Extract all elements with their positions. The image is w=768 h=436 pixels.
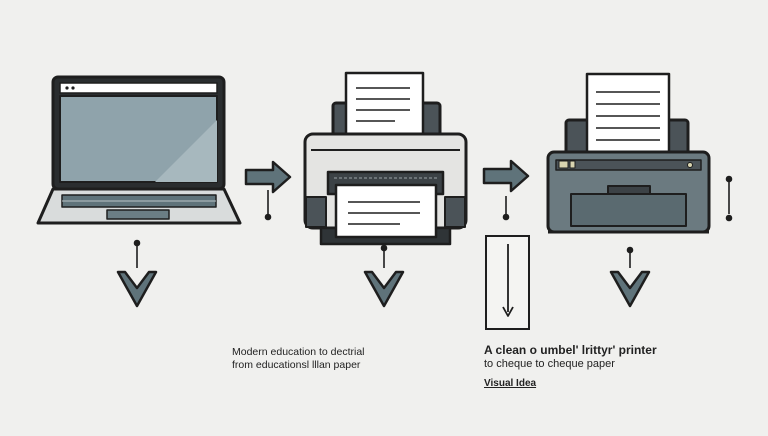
chevron-down-icon (609, 270, 651, 308)
right-arrow-icon (482, 159, 530, 193)
inkjet-printer-icon (303, 71, 468, 246)
connector-dot-line (264, 190, 272, 221)
left-caption: Modern education to dectrial from educat… (232, 346, 365, 372)
left-caption-line1: Modern education to dectrial (232, 346, 365, 358)
connector-dot-line (502, 196, 510, 221)
right-caption-line1: A clean o umbel' lrittyr' printer (484, 343, 657, 357)
right-caption-line2: to cheque to cheque paper (484, 358, 615, 370)
chevron-down-icon (363, 270, 405, 308)
connector-dot-line (626, 246, 634, 268)
right-arrow-icon (244, 160, 292, 194)
cheque-printer-icon (546, 72, 711, 234)
paper-feed-box (485, 235, 530, 330)
left-caption-line2: from educationsl lllan paper (232, 359, 361, 371)
connector-dot-line (133, 239, 141, 268)
right-caption-label: Visual Idea (484, 378, 537, 389)
right-caption: A clean o umbel' lrittyr' printer to che… (484, 343, 657, 391)
connector-dot-line (725, 175, 733, 222)
chevron-down-icon (116, 270, 158, 308)
connector-dot-line (380, 244, 388, 268)
laptop-icon (36, 75, 242, 225)
